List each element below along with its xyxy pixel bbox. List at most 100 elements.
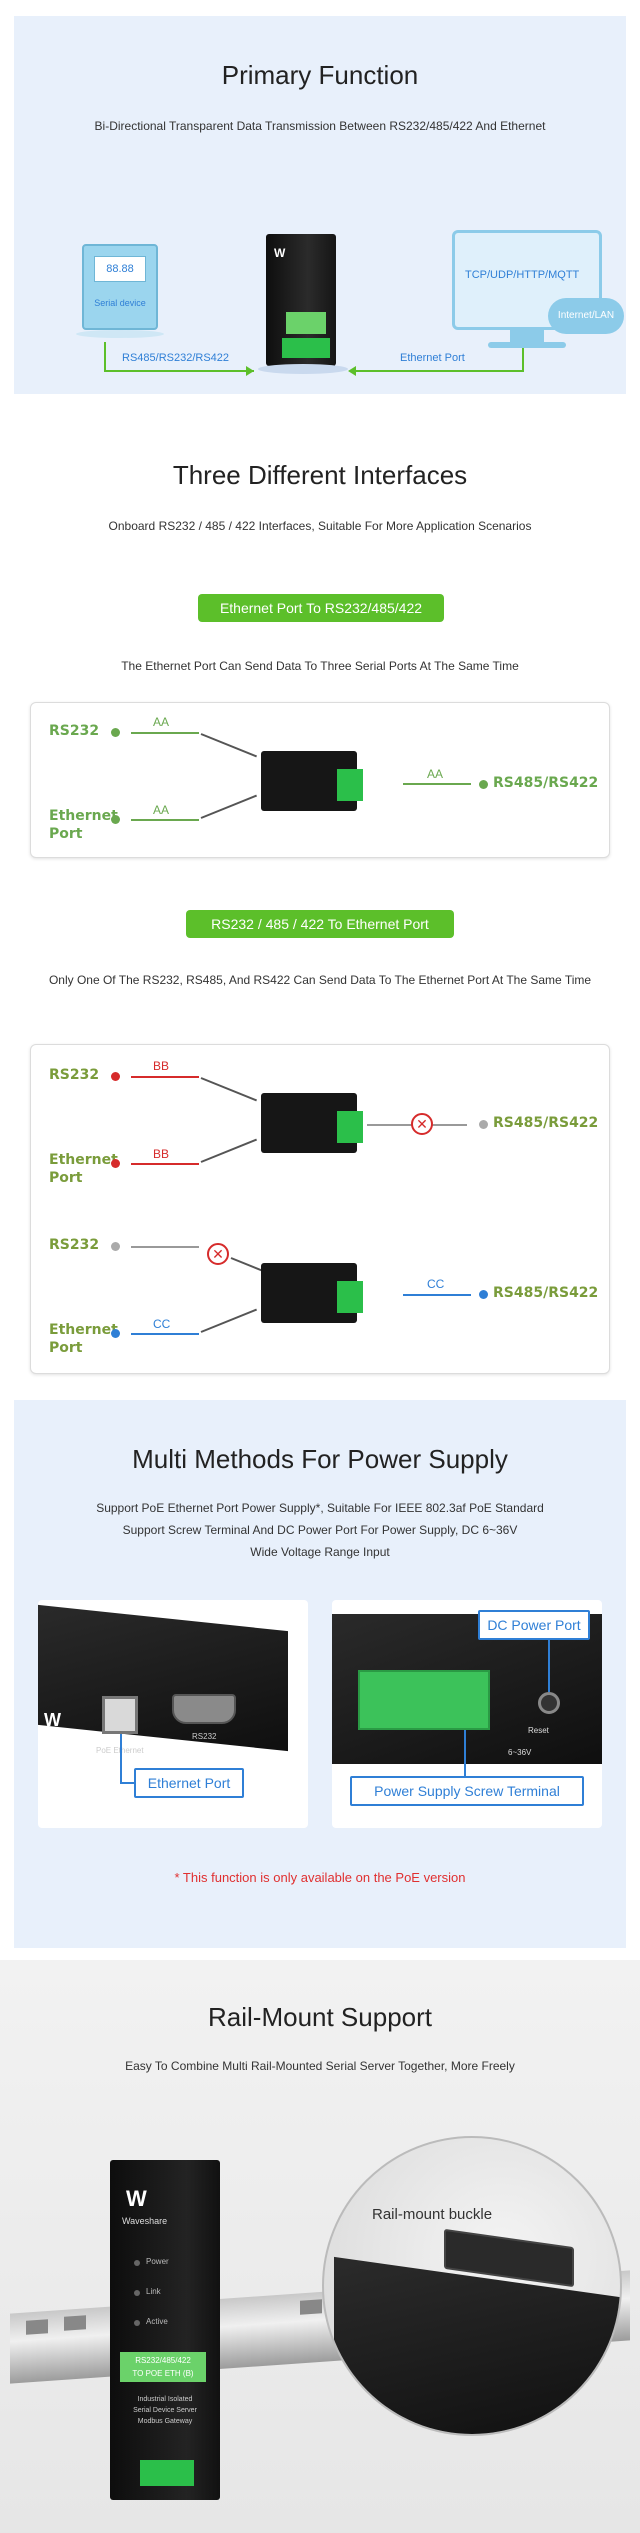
power-title: Multi Methods For Power Supply — [132, 1444, 508, 1474]
mode1-diagram: RS232 AA Ethernet Port AA AA RS485/RS422 — [30, 702, 610, 858]
ethernet-callout-line-h — [120, 1782, 134, 1784]
monitor-protocol-text: TCP/UDP/HTTP/MQTT — [465, 269, 580, 281]
voltage-caption: 6~36V — [508, 1748, 532, 1757]
mode2-bottom-ethernet-line — [200, 1308, 258, 1333]
mode2-bottom-ethernet-cc: CC — [153, 1317, 171, 1331]
mode2-top-blocked-icon: ✕ — [411, 1113, 433, 1135]
rs232-port-caption: RS232 — [192, 1732, 217, 1741]
mode2-top-rs485-label: RS485/RS422 — [493, 1115, 599, 1131]
poe-version-note: * This function is only available on the… — [174, 1870, 466, 1885]
buckle-zoom-body — [334, 2256, 620, 2434]
primary-subtitle: Bi-Directional Transparent Data Transmis… — [94, 119, 546, 133]
mode1-ethernet-aa: AA — [153, 803, 170, 817]
led-power-dot — [134, 2260, 140, 2266]
right-link-arrowhead — [348, 366, 356, 376]
mode1-description: The Ethernet Port Can Send Data To Three… — [121, 659, 519, 673]
mode1-ethernet-arrow — [131, 819, 199, 821]
mode2-diagram: RS232 BB Ethernet Port BB ✕ RS485/RS422 … — [30, 1044, 610, 1374]
device-terminal-block — [282, 338, 330, 358]
badge-line-2: TO POE ETH (B) — [132, 2369, 194, 2378]
screw-terminal — [358, 1670, 490, 1730]
reset-caption: Reset — [528, 1726, 549, 1735]
rail-device-brand: Waveshare — [122, 2216, 168, 2226]
right-link-arrow — [354, 370, 524, 372]
mode2-bottom-rs232-label: RS232 — [49, 1237, 100, 1253]
led-active-label: Active — [146, 2317, 168, 2326]
left-link-vertical — [104, 342, 106, 372]
rail-subtitle: Easy To Combine Multi Rail-Mounted Seria… — [125, 2059, 515, 2073]
led-link-label: Link — [146, 2287, 161, 2296]
mode2-bottom-rs485-dot — [479, 1290, 488, 1299]
interfaces-subtitle: Onboard RS232 / 485 / 422 Interfaces, Su… — [108, 519, 532, 533]
mode1-rs485-arrow — [403, 783, 471, 785]
rail-device-badge: RS232/485/422 TO POE ETH (B) — [120, 2352, 206, 2382]
right-link-label: Ethernet Port — [400, 352, 465, 364]
interfaces-section: Three Different Interfaces Onboard RS232… — [0, 420, 640, 1380]
screw-terminal-callout: Power Supply Screw Terminal — [350, 1776, 584, 1806]
mode2-description: Only One Of The RS232, RS485, And RS422 … — [48, 973, 592, 987]
rail-device-logo: W — [126, 2186, 147, 2211]
mode2-pill: RS232 / 485 / 422 To Ethernet Port — [186, 910, 454, 938]
rail-title: Rail-Mount Support — [208, 2002, 432, 2032]
mode2-bottom-device — [261, 1263, 363, 1323]
led-power-label: Power — [146, 2257, 169, 2266]
mode1-device-terminal — [337, 769, 363, 801]
led-active-dot — [134, 2320, 140, 2326]
mode2-top-ethernet-arrow — [131, 1163, 199, 1165]
din-rail-slot-1 — [26, 2319, 48, 2335]
mode2-top-rs232-dot — [111, 1072, 120, 1081]
din-rail-slot-2 — [64, 2315, 86, 2331]
power-line-1: Support PoE Ethernet Port Power Supply*,… — [96, 1501, 544, 1515]
mode2-top-ethernet-line — [200, 1138, 258, 1163]
poe-device-body — [38, 1604, 288, 1752]
terminal-callout-line — [464, 1730, 466, 1776]
poe-device-logo: W — [44, 1710, 61, 1730]
badge-line-1: RS232/485/422 — [135, 2356, 191, 2365]
mode1-rs232-aa: AA — [153, 715, 170, 729]
mode2-top-rs232-label: RS232 — [49, 1067, 100, 1083]
mode2-top-rs232-arrow — [131, 1076, 199, 1078]
din-rail-slot-3 — [300, 2299, 322, 2315]
mode1-rs232-dot — [111, 728, 120, 737]
mode2-bottom-rs485-arrow — [403, 1294, 471, 1296]
device-logo: W — [274, 246, 286, 260]
ethernet-port-callout: Ethernet Port — [134, 1768, 244, 1798]
buckle-zoom-circle — [322, 2136, 622, 2436]
mode2-top-ethernet-dot — [111, 1159, 120, 1168]
serial-device-icon: 88.88 Serial device — [82, 244, 158, 330]
mode2-top-ethernet-label: Ethernet Port — [49, 1152, 118, 1186]
monitor-icon: TCP/UDP/HTTP/MQTT — [452, 230, 602, 330]
right-link-vertical — [522, 348, 524, 372]
led-link-dot — [134, 2290, 140, 2296]
cloud-icon: Internet/LAN — [548, 298, 624, 334]
serial-device-display: 88.88 — [94, 256, 146, 282]
mode1-ethernet-dot — [111, 815, 120, 824]
serial-device-shadow — [76, 330, 164, 338]
interfaces-title: Three Different Interfaces — [172, 460, 468, 490]
terminal-photo: Reset 6~36V DC Power Port Power Supply S… — [332, 1600, 602, 1828]
primary-title: Primary Function — [221, 60, 419, 90]
ethernet-callout-line — [120, 1734, 122, 1782]
mode2-top-device-terminal — [337, 1111, 363, 1143]
mode2-bottom-device-terminal — [337, 1281, 363, 1313]
buckle-label: Rail-mount buckle — [372, 2206, 493, 2223]
mode1-rs232-label: RS232 — [49, 723, 100, 739]
device-green-panel — [286, 312, 326, 334]
power-line-2: Support Screw Terminal And DC Power Port… — [122, 1523, 518, 1537]
mode2-bottom-ethernet-dot — [111, 1329, 120, 1338]
dc-power-port-callout: DC Power Port — [478, 1610, 590, 1640]
ethernet-jack — [102, 1696, 138, 1734]
desc-line-1: Industrial Isolated — [137, 2396, 193, 2403]
mode2-top-device — [261, 1093, 363, 1153]
mode2-top-rs485-dot — [479, 1120, 488, 1129]
rs232-db9-port — [172, 1694, 236, 1724]
mode1-ethernet-label: Ethernet Port — [49, 808, 118, 842]
desc-line-3: Modbus Gateway — [137, 2418, 193, 2425]
monitor-base — [488, 342, 566, 348]
poe-port-caption: PoE Ethernet — [96, 1746, 144, 1755]
mode2-top-ethernet-bb: BB — [153, 1147, 170, 1161]
mode1-device — [261, 751, 363, 811]
serial-device-caption: Serial device — [94, 298, 146, 308]
rail-device-terminal — [140, 2460, 194, 2486]
left-link-arrow — [104, 370, 254, 372]
